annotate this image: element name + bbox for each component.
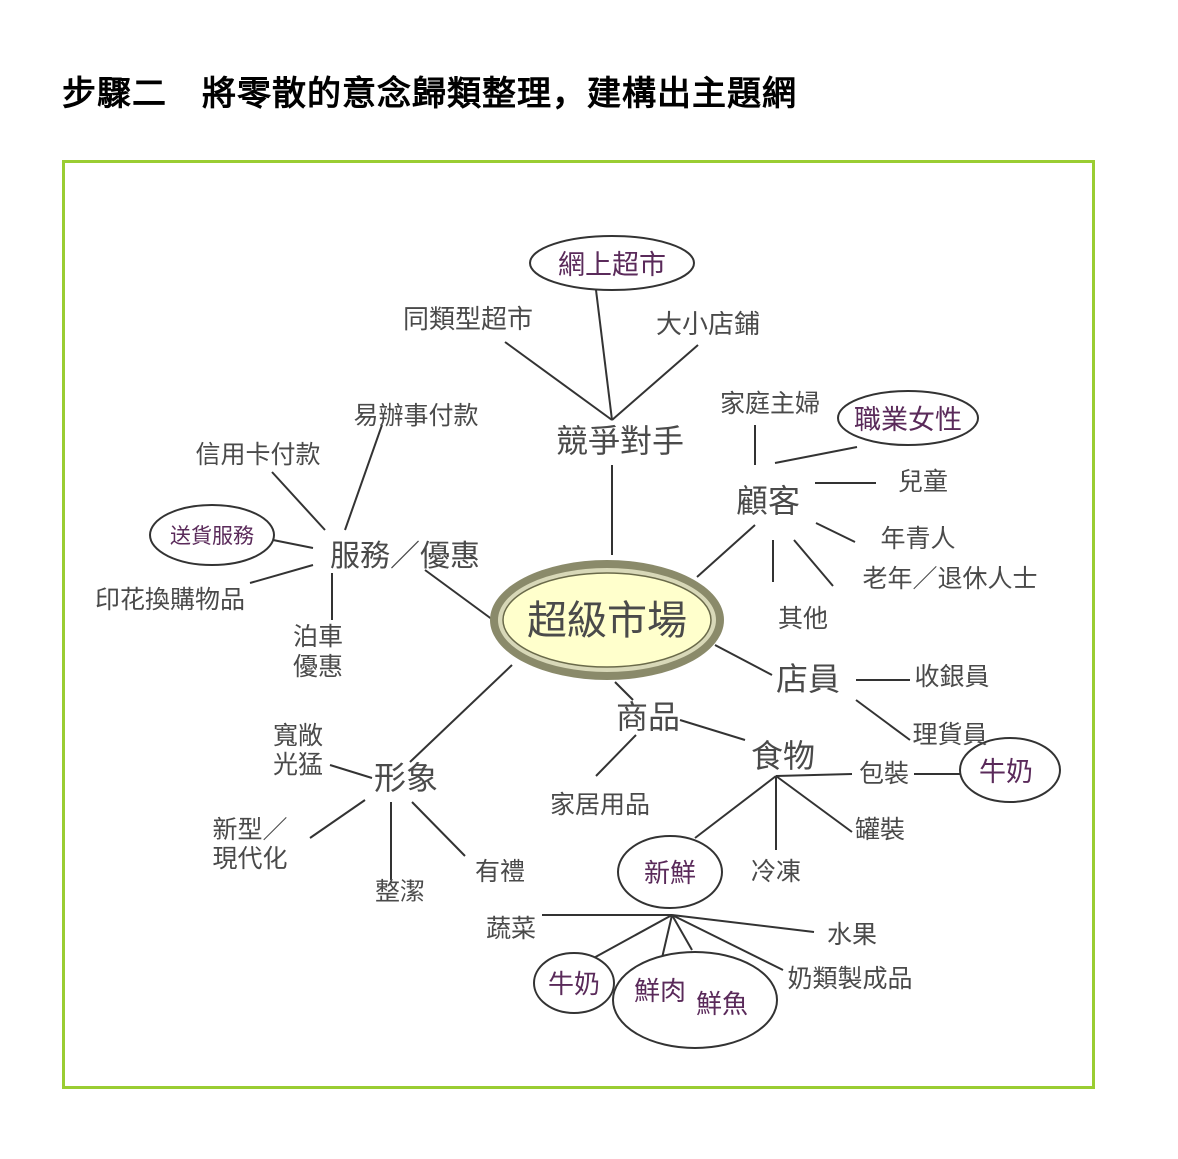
node-parking-line1: 泊車 — [293, 622, 343, 651]
node-modern-line1: 新型／ — [212, 815, 287, 844]
node-dairy: 奶類製成品 — [787, 964, 912, 993]
node-delivery: 送貨服務 — [170, 524, 254, 548]
node-children: 兒童 — [898, 467, 948, 496]
node-milk-fresh: 牛奶 — [548, 970, 600, 1000]
node-milk-packaged: 牛奶 — [979, 757, 1033, 788]
node-customers: 顧客 — [736, 482, 800, 520]
node-stamps: 印花換購物品 — [95, 585, 245, 614]
node-same-type-supermarket: 同類型超市 — [403, 305, 533, 335]
node-others: 其他 — [778, 604, 828, 633]
node-image: 形象 — [374, 759, 438, 797]
node-modern-line2: 現代化 — [212, 844, 287, 873]
node-credit-card: 信用卡付款 — [195, 440, 320, 469]
connector-lines — [249, 289, 960, 971]
node-cashier: 收銀員 — [914, 662, 989, 691]
node-parking-line2: 優惠 — [293, 652, 343, 681]
highlight-ellipses — [149, 235, 1061, 1049]
node-fruit: 水果 — [827, 920, 877, 949]
page-heading: 步驟二 將零散的意念歸類整理，建構出主題網 — [62, 74, 797, 114]
node-spacious-line2: 光猛 — [273, 750, 323, 779]
node-housewife: 家庭主婦 — [720, 389, 820, 418]
center-node: 超級市場 — [490, 560, 724, 680]
node-vegetables: 蔬菜 — [486, 914, 536, 943]
node-elderly: 老年／退休人士 — [862, 564, 1037, 593]
node-easy-pay: 易辦事付款 — [353, 401, 478, 430]
center-label: 超級市場 — [527, 598, 687, 644]
node-stores: 大小店鋪 — [656, 310, 760, 340]
node-career-women: 職業女性 — [854, 405, 962, 436]
node-frozen: 冷凍 — [751, 857, 801, 886]
node-online-supermarket: 網上超市 — [558, 250, 666, 281]
node-services: 服務／優惠 — [330, 539, 480, 574]
node-competitors: 競爭對手 — [556, 422, 684, 460]
node-products: 商品 — [616, 698, 680, 736]
node-meat: 鮮肉 — [634, 977, 686, 1007]
node-fish: 鮮魚 — [696, 990, 748, 1020]
node-clean: 整潔 — [375, 877, 425, 906]
node-staff: 店員 — [776, 660, 840, 698]
node-youth: 年青人 — [880, 524, 955, 553]
node-household: 家居用品 — [550, 790, 650, 819]
node-stocker: 理貨員 — [912, 720, 987, 749]
node-food: 食物 — [751, 737, 815, 775]
node-canned: 罐裝 — [855, 815, 905, 844]
node-polite: 有禮 — [475, 857, 525, 886]
diagram-frame — [62, 160, 1095, 1089]
node-packaged: 包裝 — [859, 759, 909, 788]
node-fresh: 新鮮 — [644, 859, 696, 889]
node-spacious-line1: 寬敞 — [273, 721, 323, 750]
